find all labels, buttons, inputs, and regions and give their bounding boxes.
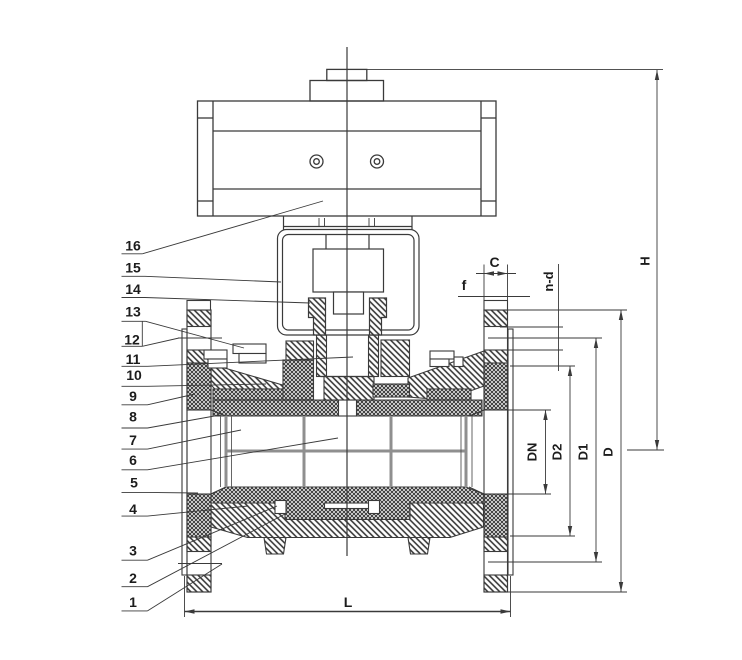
svg-text:15: 15 [125, 260, 141, 276]
svg-text:14: 14 [125, 281, 141, 297]
svg-text:DN: DN [525, 443, 540, 462]
svg-text:D: D [601, 447, 616, 456]
svg-text:H: H [638, 256, 653, 265]
svg-text:9: 9 [129, 388, 137, 404]
svg-text:4: 4 [129, 501, 137, 517]
svg-text:2: 2 [129, 570, 137, 586]
svg-text:C: C [489, 254, 499, 270]
svg-text:D1: D1 [576, 444, 591, 461]
svg-text:D2: D2 [550, 444, 565, 461]
svg-text:10: 10 [126, 367, 142, 383]
svg-text:6: 6 [129, 452, 137, 468]
svg-text:5: 5 [130, 475, 138, 491]
svg-text:11: 11 [126, 351, 141, 367]
svg-text:n-d: n-d [541, 271, 556, 291]
svg-text:f: f [462, 277, 467, 293]
svg-text:L: L [344, 594, 353, 610]
svg-text:1: 1 [129, 594, 137, 610]
svg-text:3: 3 [129, 543, 137, 559]
svg-text:16: 16 [125, 238, 141, 254]
svg-text:7: 7 [129, 432, 137, 448]
svg-text:13: 13 [125, 304, 141, 320]
svg-text:12: 12 [124, 332, 140, 348]
svg-text:8: 8 [129, 409, 137, 425]
